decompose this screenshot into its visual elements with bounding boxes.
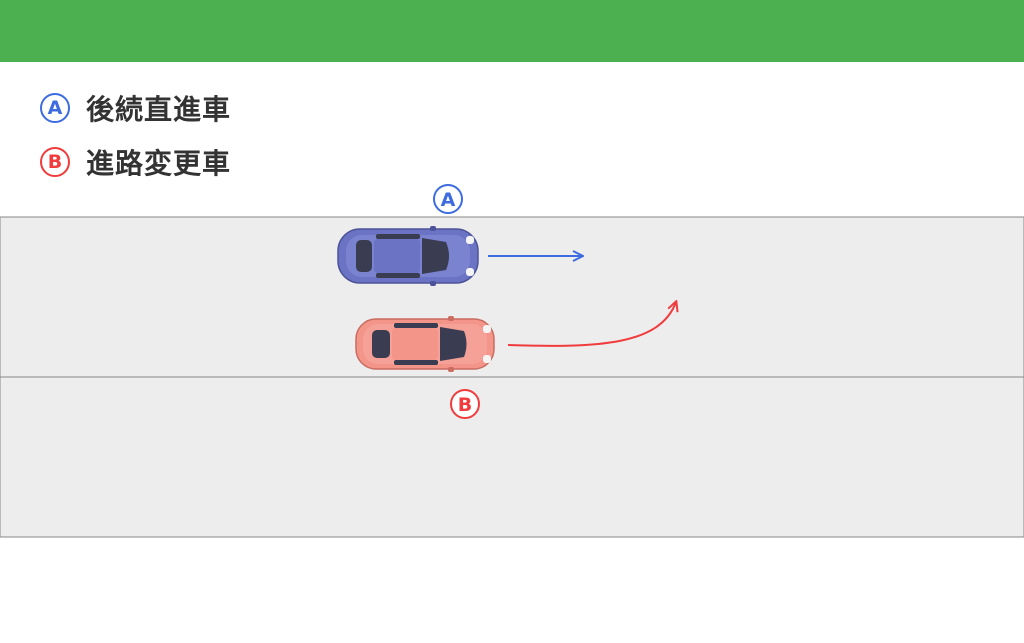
car-a (337, 226, 479, 286)
car-b-marker: B (450, 389, 480, 419)
legend-label-following-car: 後続直進車 (86, 93, 232, 126)
car-b-arrow (507, 302, 676, 347)
legend-label-lane-change-car: 進路変更車 (86, 147, 232, 180)
legend-item-lane-change-car: B 進路変更車 (40, 144, 231, 180)
marker-b-icon: B (40, 147, 70, 177)
svg-text:A: A (441, 189, 456, 211)
legend: A 後続直進車 B 進路変更車 (40, 90, 231, 198)
car-a-marker: A (433, 184, 463, 214)
svg-text:B: B (458, 394, 472, 416)
car-b (355, 316, 495, 372)
legend-item-following-car: A 後続直進車 (40, 90, 231, 126)
header-bar (0, 0, 1024, 62)
marker-a-icon: A (40, 93, 70, 123)
